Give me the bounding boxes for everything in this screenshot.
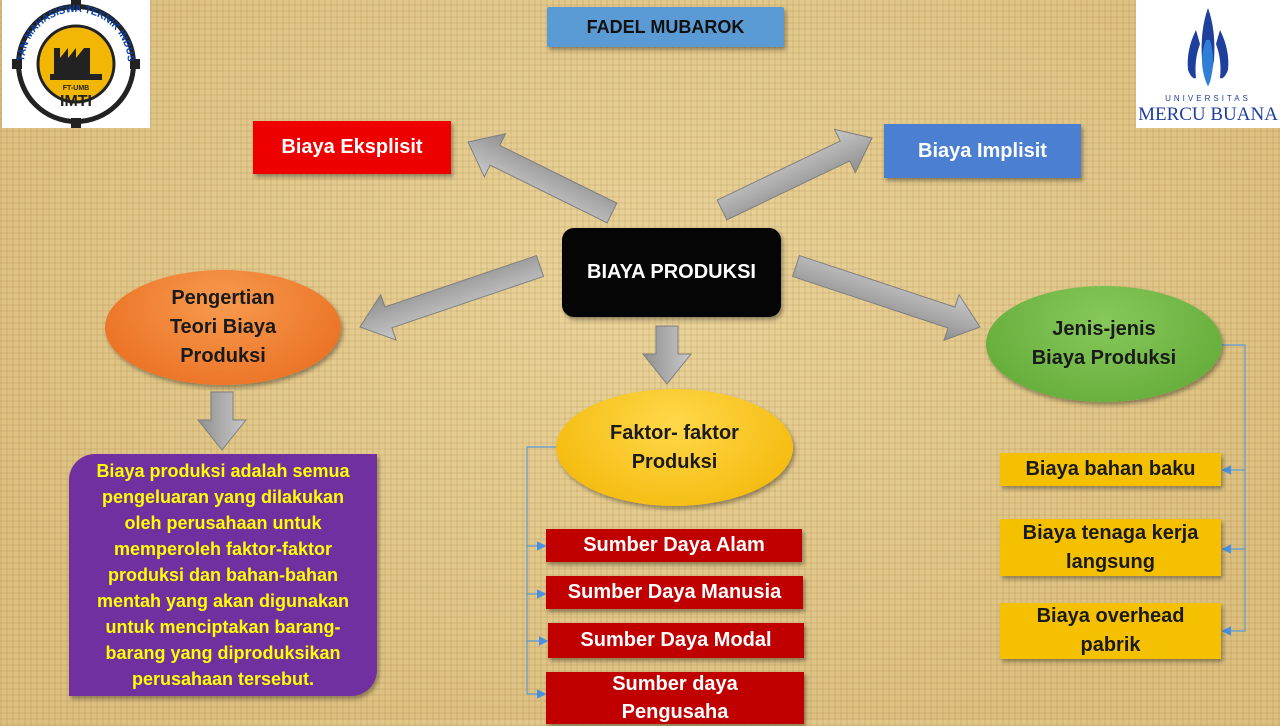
imti-sub-text: FT-UMB bbox=[63, 85, 89, 92]
author-name-banner: FADEL MUBAROK bbox=[547, 7, 784, 47]
faktor-item-manusia: Sumber Daya Manusia bbox=[546, 576, 803, 609]
pengertian-ellipse: Pengertian Teori Biaya Produksi bbox=[105, 270, 341, 385]
jenis-item-tenaga-kerja: Biaya tenaga kerja langsung bbox=[1000, 519, 1221, 576]
faktor-title: Faktor- faktor Produksi bbox=[610, 421, 739, 473]
faktor-item-alam: Sumber Daya Alam bbox=[546, 529, 802, 562]
imti-logo: IKATAN MAHASISWA TEKNIK INDUSTRI FT-UMB … bbox=[0, 0, 150, 128]
arrow-to-pengertian bbox=[359, 254, 545, 341]
jenis-item-bahan-baku: Biaya bahan baku bbox=[1000, 453, 1221, 486]
block-arrows bbox=[196, 128, 981, 451]
mercu-buana-logo: UNIVERSITAS MERCU BUANA bbox=[1136, 0, 1280, 128]
arrow-to-faktor bbox=[641, 325, 693, 385]
definition-text: Biaya produksi adalah semua pengeluaran … bbox=[96, 461, 350, 689]
faktor-item-pengusaha-label: Sumber daya Pengusaha bbox=[612, 673, 738, 723]
univ-small-text: UNIVERSITAS bbox=[1165, 94, 1251, 103]
jenis-item-overhead: Biaya overhead pabrik bbox=[1000, 603, 1221, 659]
jenis-ellipse: Jenis-jenis Biaya Produksi bbox=[986, 286, 1222, 402]
arrow-to-jenis bbox=[791, 254, 981, 342]
faktor-bracket bbox=[526, 446, 556, 699]
biaya-eksplisit-box: Biaya Eksplisit bbox=[253, 121, 451, 174]
definition-box: Biaya produksi adalah semua pengeluaran … bbox=[69, 454, 377, 696]
faktor-ellipse: Faktor- faktor Produksi bbox=[556, 389, 793, 506]
pengertian-title: Pengertian Teori Biaya Produksi bbox=[169, 287, 277, 367]
biaya-produksi-center: BIAYA PRODUKSI bbox=[562, 228, 781, 317]
arrow-to-implisit bbox=[716, 128, 873, 221]
arrow-to-eksplisit bbox=[467, 133, 618, 224]
mercu-buana-emblem-icon bbox=[1187, 8, 1229, 86]
biaya-implisit-box: Biaya Implisit bbox=[884, 124, 1081, 178]
univ-name-text: MERCU BUANA bbox=[1138, 104, 1278, 125]
faktor-item-pengusaha: Sumber daya Pengusaha bbox=[546, 672, 804, 724]
jenis-title: Jenis-jenis Biaya Produksi bbox=[1031, 318, 1177, 369]
jenis-bracket bbox=[1221, 344, 1246, 636]
imti-name-text: IMTI bbox=[60, 93, 92, 110]
jenis-item-overhead-label: Biaya overhead pabrik bbox=[1036, 605, 1185, 656]
arrow-to-definition bbox=[196, 391, 248, 451]
faktor-item-modal: Sumber Daya Modal bbox=[548, 623, 804, 658]
jenis-item-tenaga-kerja-label: Biaya tenaga kerja langsung bbox=[1022, 521, 1199, 573]
